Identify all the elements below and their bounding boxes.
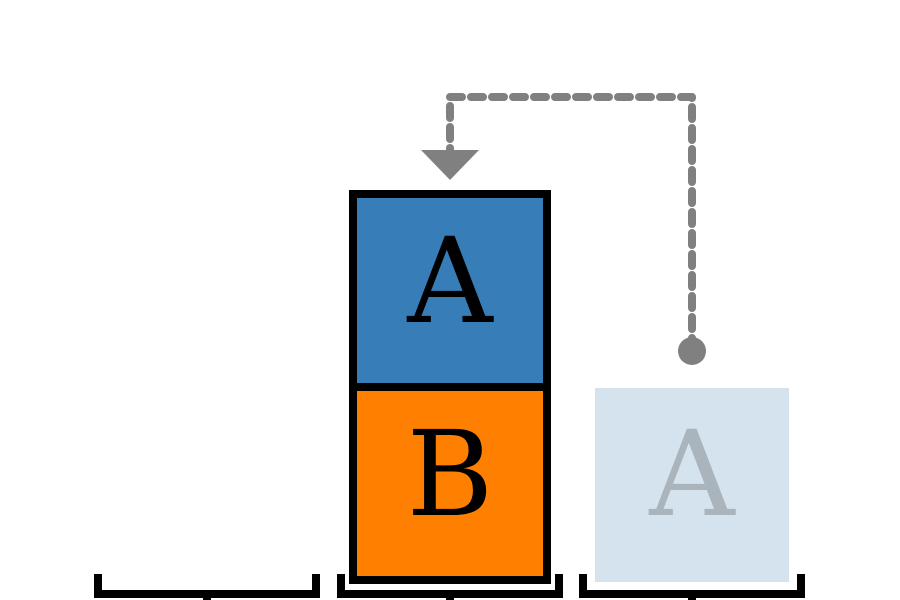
block-a-label: A — [406, 212, 494, 350]
move-arrow-origin-dot — [678, 337, 706, 365]
block-a-body — [349, 190, 551, 391]
block-b: B — [349, 383, 551, 584]
move-arrow — [421, 93, 706, 365]
table-positions — [94, 574, 805, 600]
block-a: A — [349, 190, 551, 391]
block-a-ghost: A — [595, 388, 789, 582]
table-position-left — [94, 574, 320, 600]
move-arrow-line — [446, 93, 696, 354]
table-position-right — [579, 574, 805, 600]
move-arrow-head-icon — [421, 150, 479, 180]
block-a-ghost-label: A — [648, 405, 736, 543]
table-position-middle — [337, 574, 563, 600]
block-b-label: B — [407, 405, 494, 543]
block-a-ghost-body — [595, 388, 789, 582]
